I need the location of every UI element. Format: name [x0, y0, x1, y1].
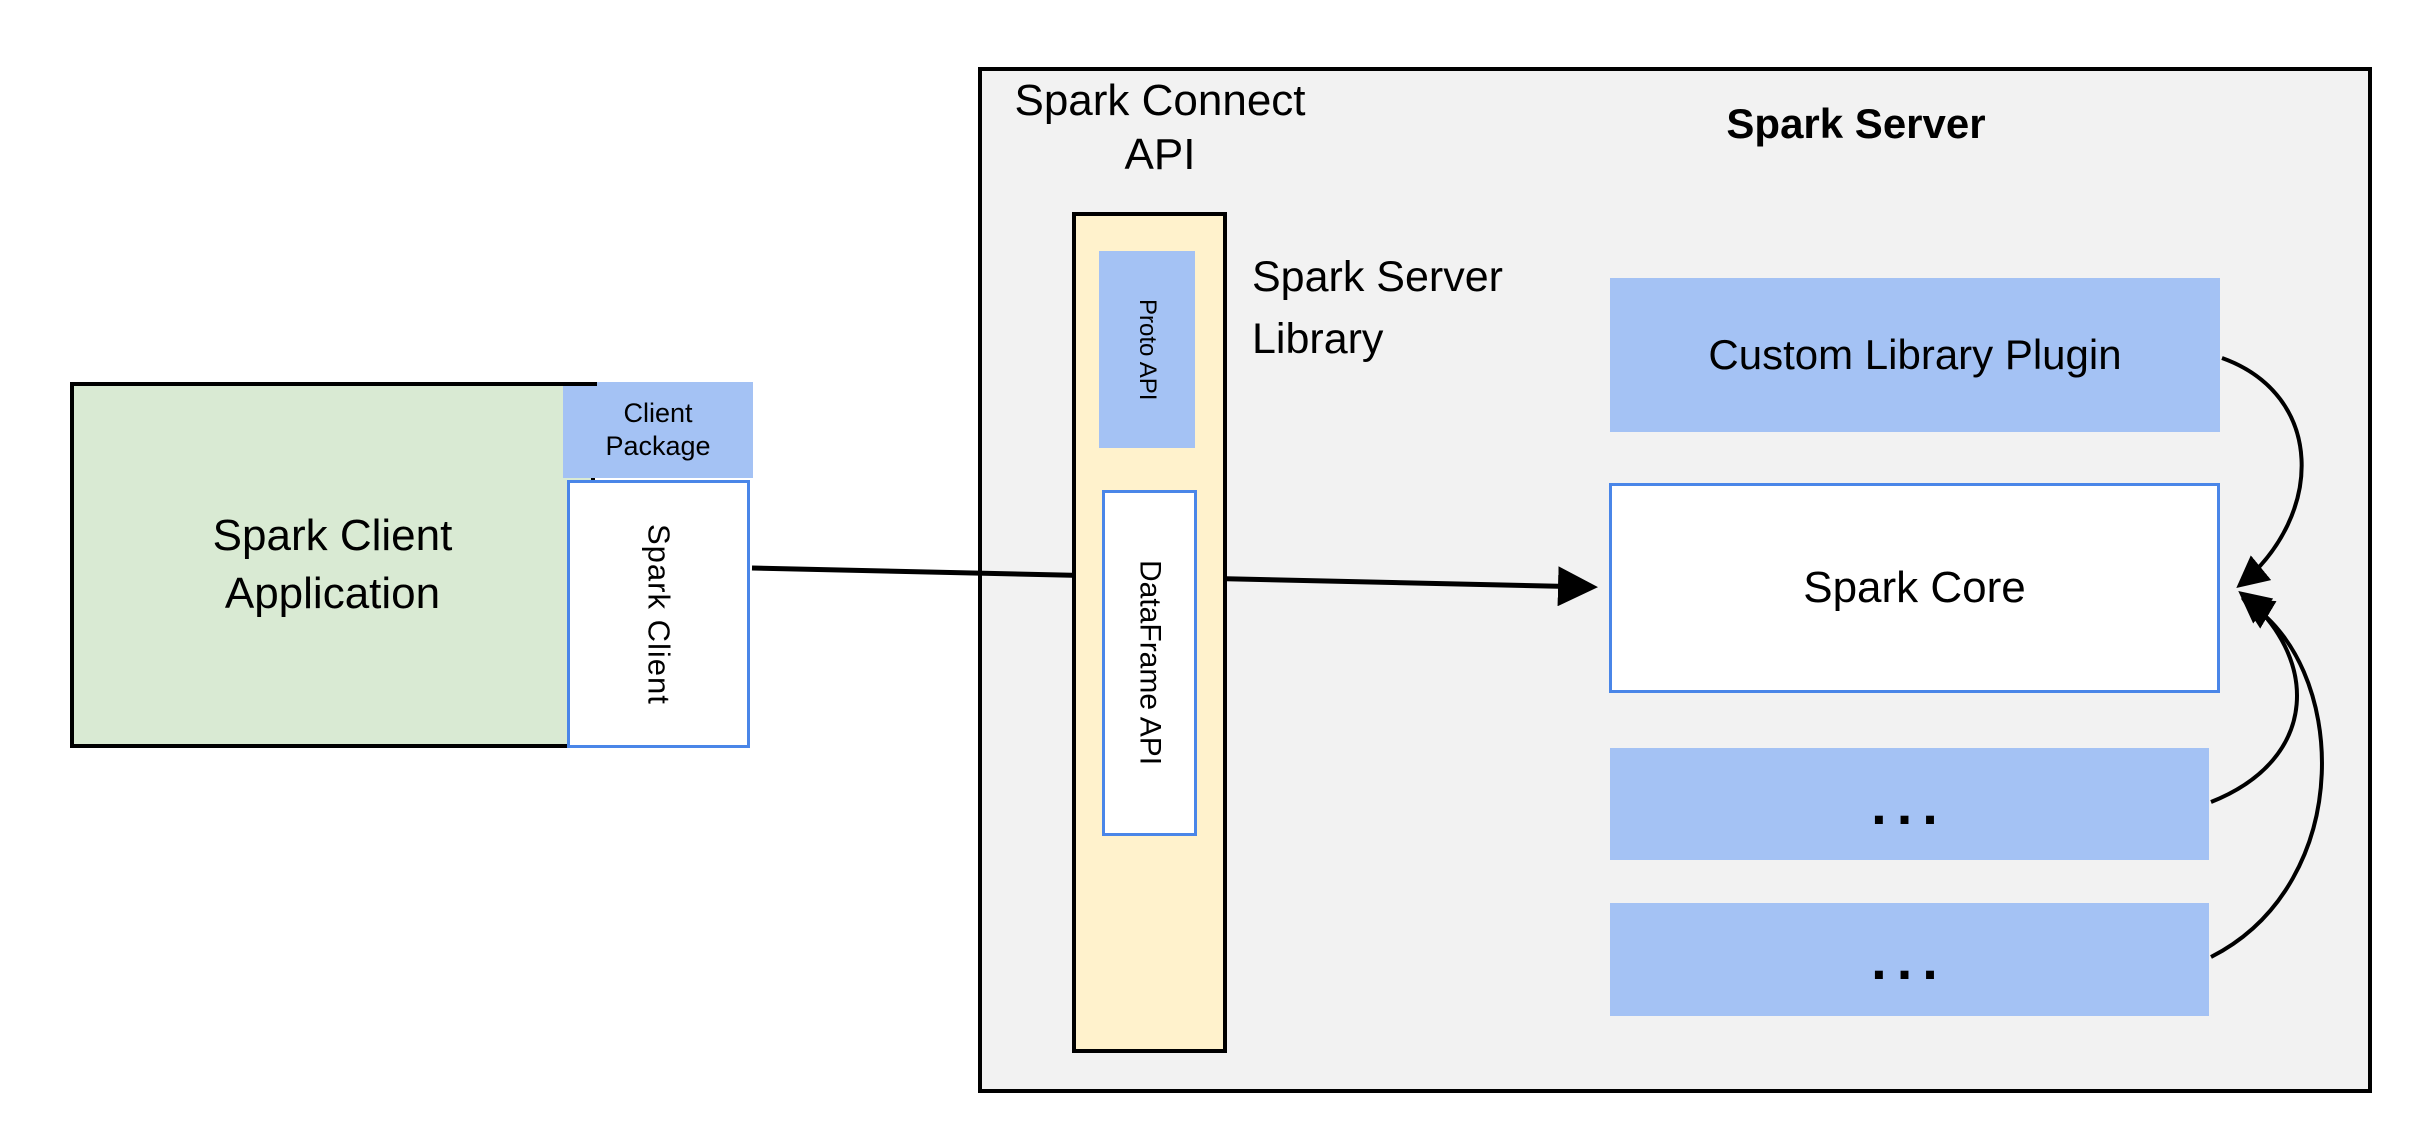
spark-client-application-label: Spark Client Application: [212, 511, 453, 618]
proto-api-box: Proto API: [1099, 251, 1195, 448]
spark-client-box: Spark Client: [567, 480, 750, 748]
spark-server-library-label: Spark Server Library: [1252, 253, 1503, 363]
ellipsis2-to-spark-core-arrow: [2210, 598, 2324, 959]
spark-server-title: Spark Server: [1726, 100, 1986, 147]
spark-connect-api-label: Spark Connect API: [1014, 76, 1306, 179]
proto-api-label: Proto API: [1134, 298, 1161, 401]
spark-client-label: Spark Client: [641, 523, 677, 705]
spark-core-box: Spark Core: [1609, 483, 2220, 693]
dataframe-api-box: DataFrame API: [1102, 490, 1197, 836]
ellipsis-top-label: ...: [1871, 772, 1948, 836]
ellipsis-box-bottom: ...: [1610, 903, 2209, 1016]
green-box-border-overlay: [563, 382, 597, 386]
ellipsis-bottom-label: ...: [1871, 928, 1948, 991]
client-package-box: Client Package: [563, 382, 753, 478]
client-package-label: Client Package: [605, 398, 711, 461]
spark-client-application-box: Spark Client Application: [70, 382, 595, 748]
ellipsis1-to-spark-core-arrow: [2210, 590, 2299, 804]
custom-library-plugin-box: Custom Library Plugin: [1610, 278, 2220, 432]
dataframe-api-label: DataFrame API: [1133, 560, 1167, 766]
spark-core-label: Spark Core: [1803, 563, 2026, 612]
plugin-to-spark-core-arrow: [2221, 356, 2304, 589]
ellipsis-box-top: ...: [1610, 748, 2209, 860]
custom-library-plugin-label: Custom Library Plugin: [1708, 331, 2122, 378]
